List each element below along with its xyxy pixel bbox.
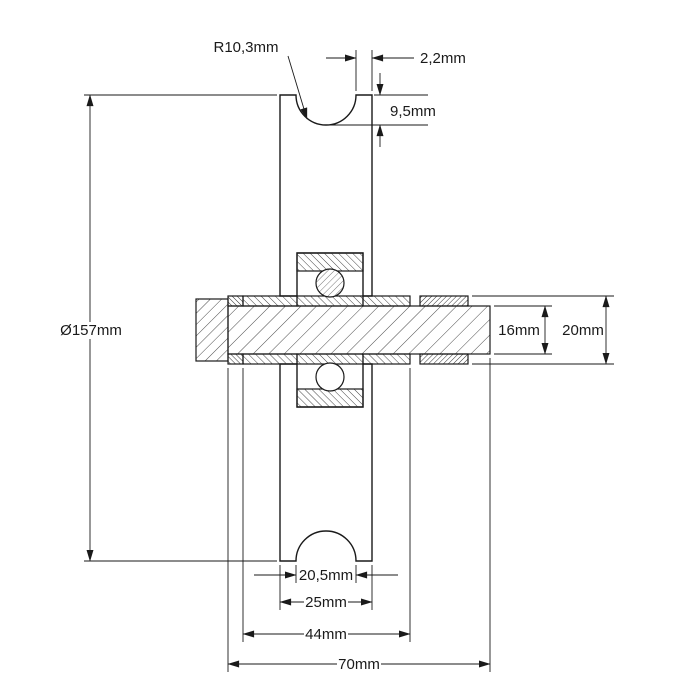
dim-label-tube-diameter: 20mm (562, 322, 604, 339)
dim-hub-width: 44mm (242, 368, 411, 643)
outer-race-bottom (296, 388, 364, 408)
dim-axle-length: 70mm (227, 358, 491, 673)
dim-label-groove-radius: R10,3mm (213, 39, 278, 56)
dim-label-groove-width: 20,5mm (299, 567, 353, 584)
dim-bore-diameter: 16mm (494, 305, 552, 355)
washer-lower (227, 353, 244, 365)
bearing-ball-bottom (315, 362, 345, 392)
label-background (337, 656, 381, 672)
dim-outer-diameter: Ø157mm (57, 94, 277, 562)
threaded-section (419, 295, 469, 365)
dim-label-hub-width: 44mm (305, 626, 347, 643)
leader-line (287, 55, 308, 120)
label-background (304, 626, 348, 642)
dim-groove-radius: R10,3mm (213, 39, 308, 120)
spacer-strip (242, 353, 298, 365)
label-background (57, 322, 125, 339)
spacer-strip (362, 353, 411, 365)
dim-tube-diameter: 20mm (472, 295, 614, 365)
dim-groove-depth: 9,5mm (330, 73, 436, 147)
axle-bolt (195, 298, 491, 362)
ball-bearing (296, 252, 364, 408)
spacer-strip (362, 295, 411, 307)
wheel-lower-half (279, 363, 373, 562)
washer-upper (227, 295, 244, 307)
dim-label-wheel-width: 25mm (305, 594, 347, 611)
spacer-strip (242, 295, 298, 307)
bearing-ball-top (315, 268, 345, 298)
outer-race-top (296, 252, 364, 272)
dim-label-groove-depth: 9,5mm (390, 103, 436, 120)
dim-label-outer-diameter: Ø157mm (60, 322, 122, 339)
dim-wheel-width: 25mm (279, 565, 373, 611)
thread-strip (419, 295, 469, 307)
dim-label-rim-lip: 2,2mm (420, 50, 466, 67)
bolt-head (195, 298, 229, 362)
dim-groove-width: 20,5mm (254, 565, 398, 584)
dim-label-axle-length: 70mm (338, 656, 380, 673)
thread-strip (419, 353, 469, 365)
dim-rim-lip: 2,2mm (326, 50, 466, 91)
bolt-shank (227, 305, 491, 355)
dim-label-bore-diameter: 16mm (498, 322, 540, 339)
label-background (304, 594, 348, 610)
